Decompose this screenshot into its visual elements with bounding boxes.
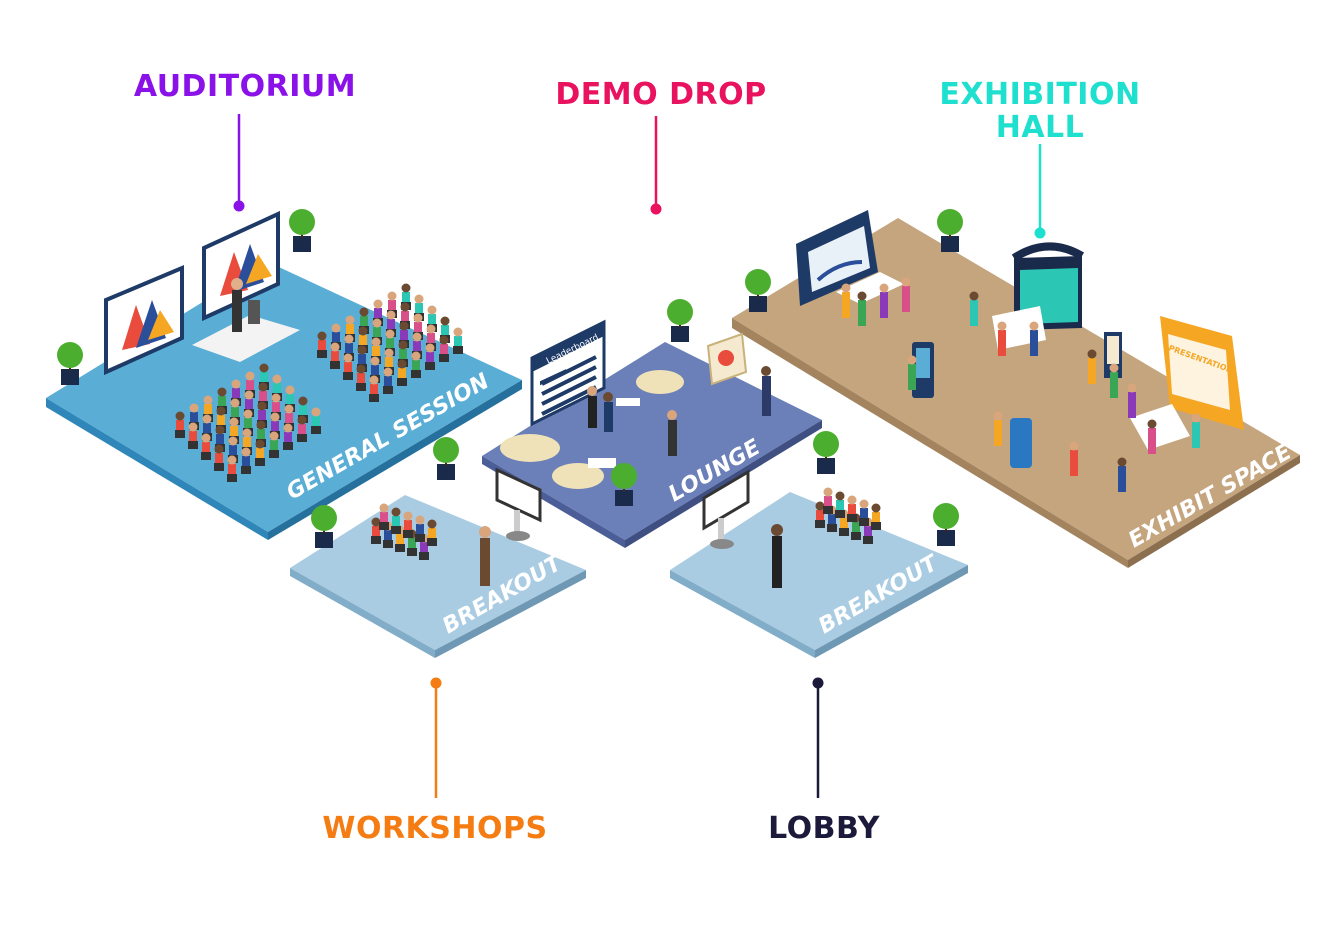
lounge-people [587, 366, 771, 456]
callout-lobby-label: LOBBY [768, 811, 880, 846]
callout-line-exhibition-hall [1034, 144, 1046, 239]
monitor-stand-left [495, 467, 542, 541]
callout-demo-drop[interactable]: DEMO DROP [536, 78, 786, 111]
callout-exhibition-hall-line1: EXHIBITION [939, 77, 1141, 112]
leaderboard-sign [530, 319, 606, 427]
audience-group-back [317, 283, 463, 402]
callout-demo-drop-label: DEMO DROP [555, 77, 767, 112]
callout-line-auditorium [233, 114, 245, 212]
callout-exhibition-hall-line2: HALL [995, 110, 1085, 145]
breakout-speakers [479, 524, 783, 588]
callout-workshops[interactable]: WORKSHOPS [300, 812, 570, 845]
stage-platform [192, 278, 300, 362]
callout-workshops-label: WORKSHOPS [322, 811, 548, 846]
callout-lobby[interactable]: LOBBY [724, 812, 924, 845]
callout-auditorium-label: AUDITORIUM [133, 69, 357, 104]
breakout-left-attendees [371, 503, 437, 560]
lounge-sofas [500, 370, 684, 489]
callout-line-workshops [430, 677, 442, 798]
exhibit-attendees [841, 277, 1201, 492]
lounge-easel [706, 332, 748, 386]
exhibit-booth-teal [992, 242, 1085, 350]
exhibit-booth-orange [1130, 316, 1244, 450]
breakout-right-attendees [815, 487, 881, 544]
exhibit-booth-dark [796, 210, 904, 306]
potted-trees [57, 209, 963, 548]
callout-line-demo-drop [650, 116, 662, 215]
breakout-right-floor[interactable] [670, 492, 968, 658]
exhibit-space-floor[interactable] [732, 218, 1300, 568]
callout-exhibition-hall[interactable]: EXHIBITION HALL [915, 78, 1165, 144]
callout-auditorium[interactable]: AUDITORIUM [120, 70, 370, 103]
presentation-screen-right [202, 210, 280, 322]
callout-line-lobby [812, 677, 824, 798]
monitor-stand-right [702, 469, 750, 549]
presentation-screen-left [104, 264, 184, 376]
audience-group-front [175, 363, 321, 482]
breakout-left-floor[interactable] [290, 495, 586, 658]
